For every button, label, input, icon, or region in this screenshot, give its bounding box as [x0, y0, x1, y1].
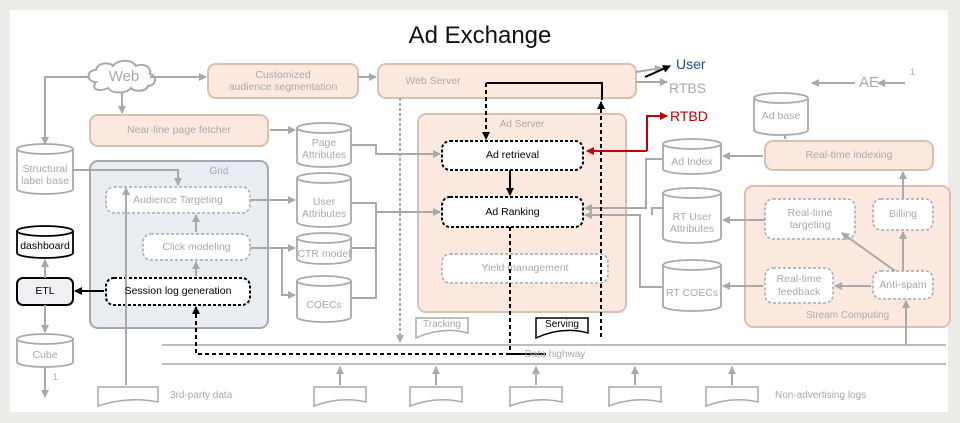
user-label: User	[676, 56, 706, 72]
diagram-title: Ad Exchange	[408, 22, 552, 49]
rt-user-attr-label: RT User Attributes	[669, 210, 715, 235]
log-doc-2	[409, 386, 463, 408]
gray-connectors	[41, 65, 910, 398]
ad-retrieval-box	[441, 140, 584, 171]
stream-label: Stream Computing	[805, 310, 890, 322]
session-log-label: Session log generation	[124, 285, 232, 298]
custom-seg-label: Customized audience segmentation	[228, 68, 338, 93]
cube-label: Cube	[32, 348, 58, 361]
page-attr-label: Page Attributes	[301, 136, 347, 161]
web-cloud	[87, 59, 156, 94]
yield-mgmt-label: Yield management	[481, 262, 569, 275]
anti-spam-label: Anti-spam	[879, 278, 927, 291]
cylinder-structural	[16, 143, 74, 195]
billing-label: Billing	[888, 208, 917, 221]
cylinder-ctr-model	[296, 232, 352, 265]
rt-coecs-label: RT COECs	[665, 286, 719, 299]
near-line-label: Near-line page fetcher	[127, 124, 231, 137]
cylinder-rt-coecs	[662, 259, 722, 312]
dashboard-label: dashboard	[20, 239, 70, 252]
ctr-model-label: CTR model	[297, 247, 351, 260]
cylinder-user-attributes	[296, 172, 352, 228]
custom-seg-box	[207, 63, 359, 99]
click-model-box	[142, 233, 251, 261]
rt-targeting-label: Real-time targeting	[787, 206, 833, 231]
aud-target-label: Audience Targeting	[133, 193, 223, 206]
data-highway-label: Data highway	[524, 349, 586, 361]
tracking-doc	[415, 317, 469, 340]
cylinder-ad-base	[753, 92, 809, 136]
rtbd-label: RTBD	[670, 108, 708, 124]
rt-feedback-label: Real-time feedback	[776, 273, 822, 298]
cylinder-rt-user-attributes	[662, 187, 722, 244]
etl-label: ETL	[35, 285, 55, 298]
log-doc-3	[509, 386, 563, 408]
cube-count: 1	[53, 372, 59, 382]
web-label: Web	[108, 68, 140, 86]
cylinder-coecs	[296, 275, 352, 323]
click-model-label: Click modeling	[162, 240, 231, 253]
coecs-label: COECs	[306, 298, 342, 311]
web-server-label: Web Server	[405, 74, 461, 87]
near-line-box	[89, 114, 269, 147]
third-party-label: 3rd-party data	[170, 390, 233, 401]
user-attr-label: User Attributes	[301, 195, 347, 220]
serving-label: Serving	[545, 319, 579, 331]
cylinder-dashboard	[16, 225, 74, 259]
ad-retrieval-label: Ad retrieval	[485, 149, 540, 162]
yield-mgmt-box	[441, 253, 609, 284]
rtbs-label: RTBS	[669, 80, 707, 96]
non-adv-label: Non-advertising logs	[775, 390, 867, 401]
log-doc-4	[608, 386, 662, 408]
ad-index-label: Ad Index	[671, 155, 713, 168]
rtbd-connector	[646, 112, 668, 151]
rt-indexing-label: Real-time indexing	[805, 149, 893, 162]
ad-base-label: Ad base	[761, 109, 801, 122]
grid-label: Grid	[209, 166, 229, 178]
ad-ranking-box	[441, 196, 584, 228]
rt-indexing-box	[764, 140, 934, 171]
cylinder-page-attributes	[296, 122, 352, 168]
log-doc-1	[313, 386, 367, 408]
serving-doc	[535, 317, 589, 340]
session-log-box	[105, 277, 251, 306]
ad-server-label: Ad Server	[499, 119, 545, 131]
log-doc-5	[705, 386, 759, 408]
ae-count: 1	[910, 67, 916, 77]
structural-label: Structural label base	[21, 162, 69, 187]
ae-label: AE	[859, 74, 880, 91]
ad-ranking-label: Ad Ranking	[485, 205, 540, 218]
third-party-doc	[97, 386, 159, 408]
rt-feedback-box	[764, 267, 834, 304]
black-connectors	[74, 65, 671, 355]
tracking-label: Tracking	[423, 319, 461, 331]
cylinder-ad-index	[662, 138, 722, 175]
cylinder-cube	[16, 333, 74, 368]
